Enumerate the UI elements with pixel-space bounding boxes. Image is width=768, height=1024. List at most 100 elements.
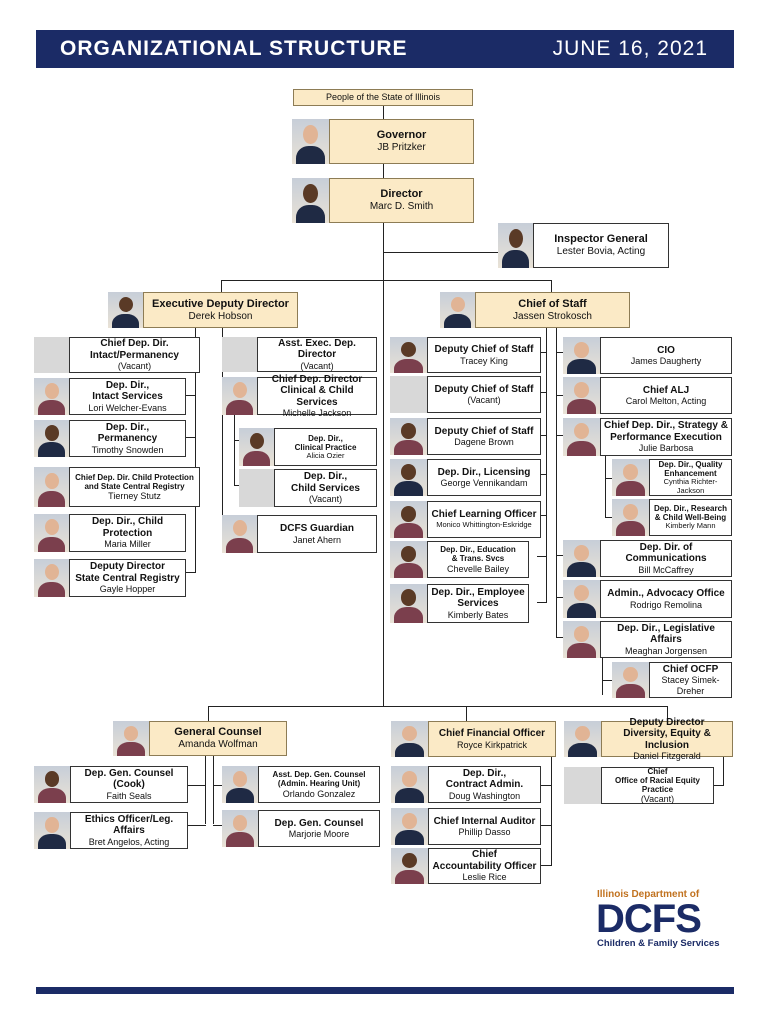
asst-exec-title: Asst. Exec. Dep. Director (278, 337, 356, 361)
dcos-brown-title: Deputy Chief of Staff (434, 425, 534, 437)
exec-deputy-photo (108, 292, 143, 328)
permanency-photo (34, 420, 69, 457)
dei-name: Daniel Fitzgerald (633, 751, 701, 762)
gen-counsel-cook-box: Dep. Gen. Counsel (Cook) Faith Seals (70, 766, 188, 803)
dcos-vacant-name: (Vacant) (467, 395, 501, 406)
child-protection-chief-title: Chief Dep. Dir. Child Protection and Sta… (75, 472, 194, 491)
licensing-photo (390, 459, 427, 496)
child-protection-box: Dep. Dir., Child Protection Maria Miller (69, 514, 186, 552)
dcfs-logo: Illinois Department of DCFS Children & F… (596, 889, 726, 951)
general-counsel-name: Amanda Wolfman (178, 739, 258, 751)
inspector-general-title: Inspector General (554, 233, 648, 246)
auditor-name: Phillip Dasso (458, 827, 511, 838)
accountability-box: Chief Accountability Officer Leslie Rice (428, 848, 541, 884)
ethics-title: Ethics Officer/Leg. Affairs (84, 813, 174, 837)
gen-counsel-moore-photo (222, 810, 258, 847)
cio-photo (563, 337, 600, 374)
accountability-name: Leslie Rice (462, 872, 507, 883)
intact-title: Chief Dep. Dir. Intact/Permanency (90, 338, 179, 361)
communications-title: Dep. Dir. of Communications (625, 541, 707, 565)
accountability-photo (391, 848, 428, 884)
quality-name: Cynthia Richter-Jackson (663, 477, 718, 495)
contract-name: Doug Washington (448, 790, 521, 801)
contract-box: Dep. Dir., Contract Admin. Doug Washingt… (428, 766, 541, 803)
exec-deputy-name: Derek Hobson (188, 310, 253, 322)
cio-name: James Daugherty (630, 356, 702, 367)
learning-photo (390, 501, 427, 538)
governor-name: JB Pritzker (377, 142, 426, 154)
auditor-photo (391, 808, 428, 845)
asst-gen-counsel-box: Asst. Dep. Gen. Counsel (Admin. Hearing … (258, 766, 380, 803)
child-protection-title: Dep. Dir., Child Protection (91, 516, 164, 539)
permanency-box: Dep. Dir., Permanency Timothy Snowden (69, 420, 186, 457)
alj-title: Chief ALJ (642, 384, 690, 396)
ethics-box: Ethics Officer/Leg. Affairs Bret Angelos… (70, 812, 188, 849)
cfo-box: Chief Financial Officer Royce Kirkpatric… (428, 721, 556, 757)
cfo-title: Chief Financial Officer (438, 728, 546, 740)
auditor-box: Chief Internal Auditor Phillip Dasso (428, 808, 541, 845)
legislative-photo (563, 621, 600, 658)
permanency-title: Dep. Dir., Permanency (97, 421, 158, 445)
dcos-king-photo (390, 337, 427, 373)
scr-title: Deputy Director State Central Registry (75, 561, 180, 584)
dcos-king-title: Deputy Chief of Staff (434, 344, 534, 356)
guardian-name: Janet Ahern (292, 534, 342, 545)
contract-title: Dep. Dir., Contract Admin. (445, 767, 524, 791)
employee-name: Kimberly Bates (447, 609, 509, 620)
advocacy-box: Admin., Advocacy Office Rodrigo Remolina (600, 580, 732, 618)
research-photo (612, 499, 649, 536)
ethics-name: Bret Angelos, Acting (88, 836, 170, 847)
learning-box: Chief Learning Officer Monico Whittingto… (427, 501, 541, 538)
gen-counsel-moore-name: Marjorie Moore (288, 829, 350, 840)
asst-gen-counsel-name: Orlando Gonzalez (282, 788, 356, 799)
child-protection-chief-photo (34, 467, 69, 507)
director-name: Marc D. Smith (369, 201, 434, 213)
quality-box: Dep. Dir., Quality Enhancement Cynthia R… (649, 459, 732, 496)
research-name: Kimberly Mann (665, 521, 716, 531)
clinical-chief-photo (222, 377, 257, 415)
alj-photo (563, 377, 600, 414)
cio-box: CIO James Daugherty (600, 337, 732, 374)
quality-title: Dep. Dir., Quality Enhancement (658, 459, 723, 478)
racial-equity-photo-placeholder (564, 767, 601, 804)
education-box: Dep. Dir., Education & Trans. Svcs Cheve… (427, 541, 529, 578)
logo-subtitle: Children & Family Services (597, 938, 720, 949)
scr-photo (34, 559, 69, 597)
quality-photo (612, 459, 649, 496)
clinical-chief-name: Michelle Jackson (282, 408, 352, 419)
clinical-practice-box: Dep. Dir., Clinical Practice Alicia Ozie… (274, 428, 377, 466)
dcos-king-box: Deputy Chief of Staff Tracey King (427, 337, 541, 373)
alj-box: Chief ALJ Carol Melton, Acting (600, 377, 732, 414)
learning-name: Monico Whittington-Eskridge (436, 519, 532, 529)
page-title: ORGANIZATIONAL STRUCTURE (60, 37, 408, 60)
strategy-name: Julie Barbosa (638, 443, 694, 454)
learning-title: Chief Learning Officer (431, 509, 537, 521)
asst-gen-counsel-photo (222, 766, 258, 803)
child-services-name: (Vacant) (308, 494, 343, 505)
gen-counsel-cook-title: Dep. Gen. Counsel (Cook) (84, 767, 174, 791)
clinical-chief-box: Chief Dep. Director Clinical & Child Ser… (257, 374, 377, 419)
licensing-box: Dep. Dir., Licensing George Vennikandam (427, 459, 541, 496)
exec-deputy-title: Executive Deputy Director (152, 297, 289, 310)
licensing-name: George Vennikandam (440, 478, 528, 489)
clinical-practice-title: Dep. Dir., Clinical Practice (294, 433, 357, 452)
scr-name: Gayle Hopper (99, 584, 156, 595)
general-counsel-title: General Counsel (174, 726, 262, 739)
asst-exec-name: (Vacant) (300, 360, 334, 371)
intact-photo-placeholder (34, 337, 69, 373)
director-box: Director Marc D. Smith (329, 178, 474, 223)
clinical-practice-photo (239, 428, 274, 466)
gen-counsel-cook-name: Faith Seals (106, 790, 152, 801)
gen-counsel-moore-title: Dep. Gen. Counsel (274, 817, 364, 829)
strategy-box: Chief Dep. Dir., Strategy & Performance … (600, 418, 732, 456)
intact-services-box: Dep. Dir., Intact Services Lori Welcher-… (69, 378, 186, 415)
inspector-general-box: Inspector General Lester Bovia, Acting (533, 223, 669, 268)
dei-title: Deputy Director Diversity, Equity & Incl… (623, 716, 711, 751)
dcos-vacant-title: Deputy Chief of Staff (434, 383, 534, 395)
ethics-photo (34, 812, 70, 849)
ocfp-box: Chief OCFP Stacey Simek-Dreher (649, 662, 732, 698)
governor-photo (292, 119, 329, 164)
inspector-general-name: Lester Bovia, Acting (556, 246, 646, 258)
child-services-title: Dep. Dir., Child Services (291, 471, 360, 494)
permanency-name: Timothy Snowden (91, 444, 164, 455)
